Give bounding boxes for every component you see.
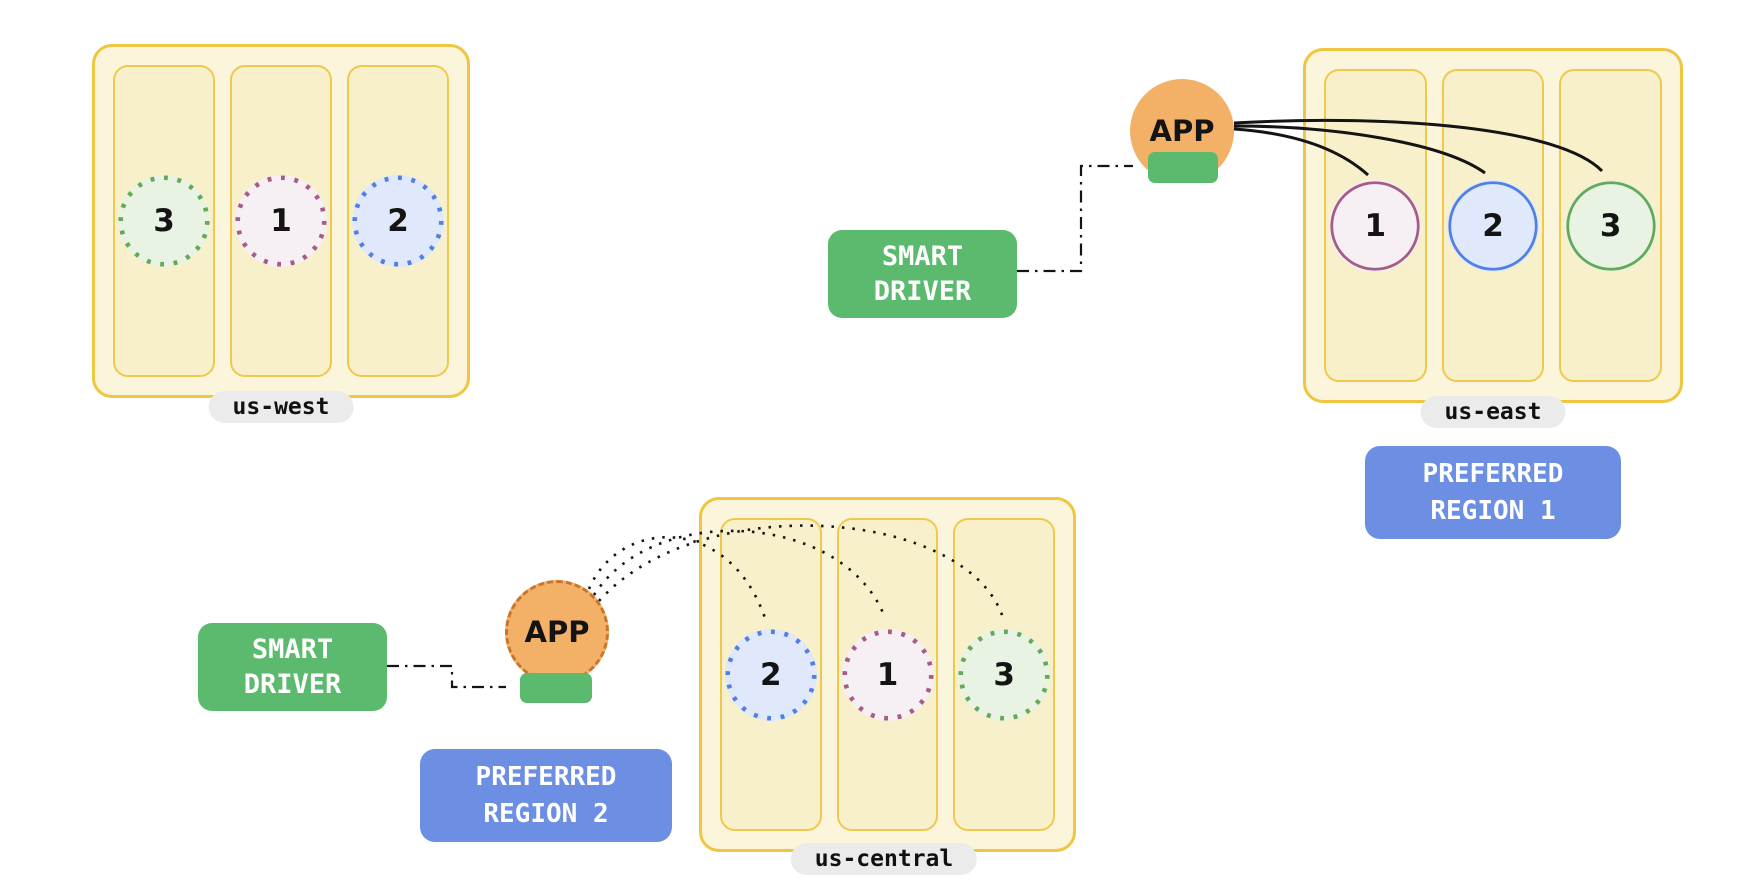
node-number: 3 bbox=[153, 203, 175, 239]
node-number: 3 bbox=[1599, 207, 1622, 244]
region-label-us-east: us-east bbox=[1420, 396, 1566, 428]
app-connector-chip-us-east bbox=[1148, 152, 1218, 183]
node-number: 1 bbox=[270, 203, 292, 239]
region-label-us-west: us-west bbox=[208, 391, 354, 423]
driver-to-app-us-central-arrow bbox=[387, 664, 506, 689]
node-number: 2 bbox=[1482, 207, 1504, 244]
node-replica-2-us-west: 2 bbox=[352, 175, 444, 267]
node-number: 1 bbox=[876, 656, 899, 693]
us-east-zone-c: 3 bbox=[1559, 69, 1663, 382]
us-west-zone-b: 1 bbox=[230, 65, 332, 377]
dotted-ring-icon bbox=[725, 628, 817, 721]
node-replica-3-us-east: 3 bbox=[1564, 179, 1657, 272]
us-central-zone-b: 1 bbox=[836, 518, 939, 831]
driver-to-app-us-east-arrow bbox=[1017, 164, 1133, 273]
node-number: 1 bbox=[1364, 207, 1387, 244]
smart-driver-box-bottom: SMART DRIVER bbox=[198, 623, 387, 711]
region-us-west: 3 1 2 bbox=[92, 44, 470, 398]
node-number: 2 bbox=[387, 203, 409, 239]
node-number: 2 bbox=[760, 656, 782, 693]
us-east-zone-a: 1 bbox=[1324, 69, 1427, 382]
preferred-region-2-label: PREFERRED REGION 2 bbox=[420, 749, 672, 842]
node-replica-2-us-east: 2 bbox=[1447, 179, 1539, 272]
dotted-ring-icon bbox=[235, 175, 327, 267]
us-central-zone-c: 3 bbox=[953, 518, 1056, 831]
node-replica-1-us-east: 1 bbox=[1329, 179, 1422, 272]
us-central-zone-a: 2 bbox=[720, 518, 822, 831]
us-west-zone-a: 3 bbox=[113, 65, 215, 377]
solid-ring-icon bbox=[1330, 180, 1420, 271]
node-replica-3-us-west: 3 bbox=[118, 175, 210, 267]
us-east-zone-b: 2 bbox=[1441, 69, 1545, 382]
node-replica-1-us-central: 1 bbox=[841, 628, 934, 721]
us-west-zone-c: 2 bbox=[347, 65, 449, 377]
solid-ring-icon bbox=[1566, 180, 1656, 271]
node-number: 3 bbox=[993, 656, 1015, 693]
dotted-ring-icon bbox=[841, 628, 934, 721]
dotted-ring-icon bbox=[352, 175, 444, 267]
app-circle-us-central: APP bbox=[505, 580, 609, 684]
region-us-central: 2 1 3 bbox=[699, 497, 1076, 852]
app-connector-chip-us-central bbox=[520, 673, 592, 703]
node-replica-3-us-central: 3 bbox=[958, 628, 1051, 721]
dotted-ring-icon bbox=[118, 175, 210, 267]
dotted-ring-icon bbox=[958, 628, 1050, 721]
solid-ring-icon bbox=[1448, 180, 1538, 271]
node-replica-2-us-central: 2 bbox=[724, 628, 817, 721]
preferred-region-1-label: PREFERRED REGION 1 bbox=[1365, 446, 1621, 539]
region-label-us-central: us-central bbox=[790, 843, 978, 875]
node-replica-1-us-west: 1 bbox=[235, 175, 327, 267]
smart-driver-box-top: SMART DRIVER bbox=[828, 230, 1017, 318]
region-us-east: 1 2 3 bbox=[1303, 48, 1683, 403]
